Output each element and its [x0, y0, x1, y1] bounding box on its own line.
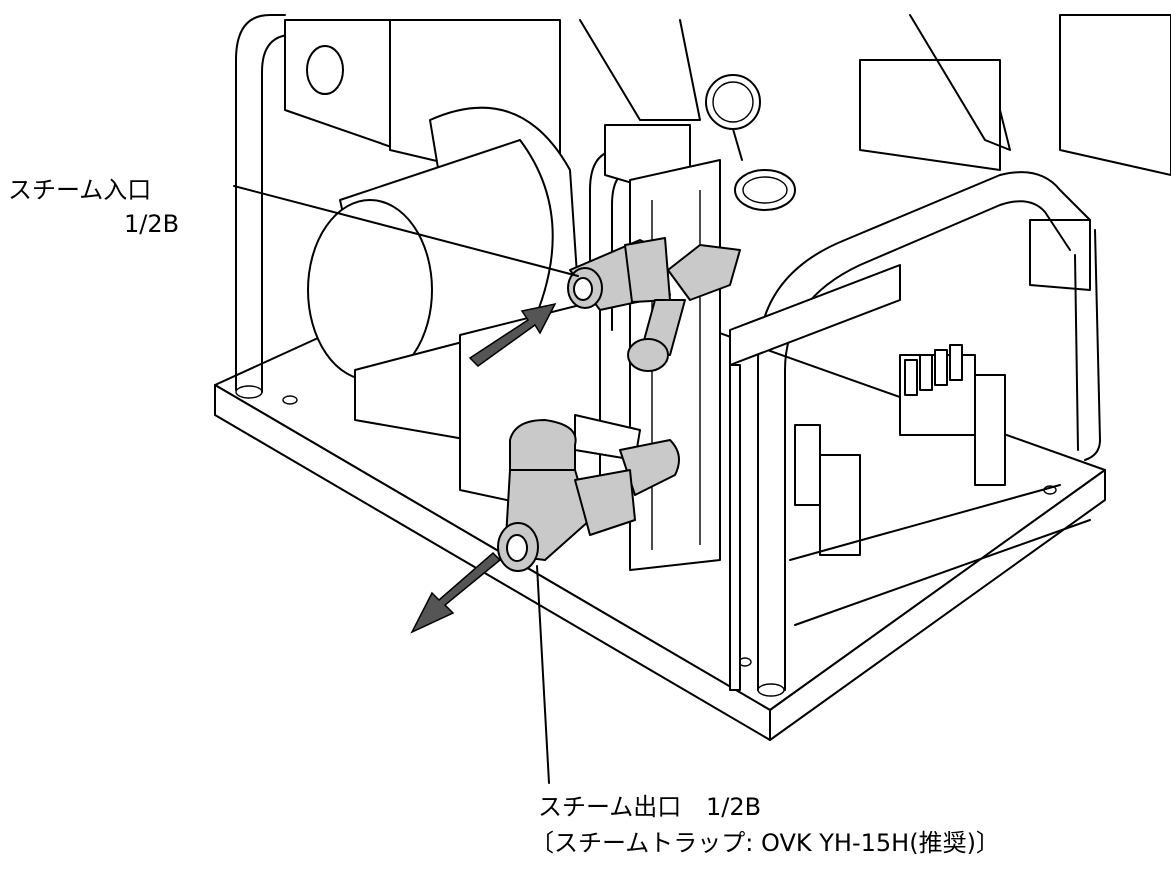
control-box	[729, 264, 1091, 691]
steam-outlet-size-label: 1/2B	[706, 793, 762, 821]
outlet-steam-trap	[497, 414, 680, 572]
inlet-flow-arrow	[468, 302, 557, 367]
steam-inlet-label: スチーム入口	[8, 176, 152, 204]
inlet-fitting	[567, 169, 796, 372]
steam-outlet-label: スチーム出口	[538, 793, 682, 821]
motor-cylinder	[307, 106, 601, 521]
upper-panels	[284, 14, 1171, 291]
flow-arrows	[410, 302, 557, 634]
outlet-leader-line	[536, 565, 550, 784]
outlet-flow-arrow	[410, 551, 502, 634]
steam-trap-note: 〔スチームトラップ: OVK YH-15H(推奨)〕	[530, 829, 1000, 857]
steam-inlet-size-label: 1/2B	[124, 210, 180, 238]
inlet-leader-line	[233, 185, 579, 277]
leader-lines	[233, 185, 579, 784]
